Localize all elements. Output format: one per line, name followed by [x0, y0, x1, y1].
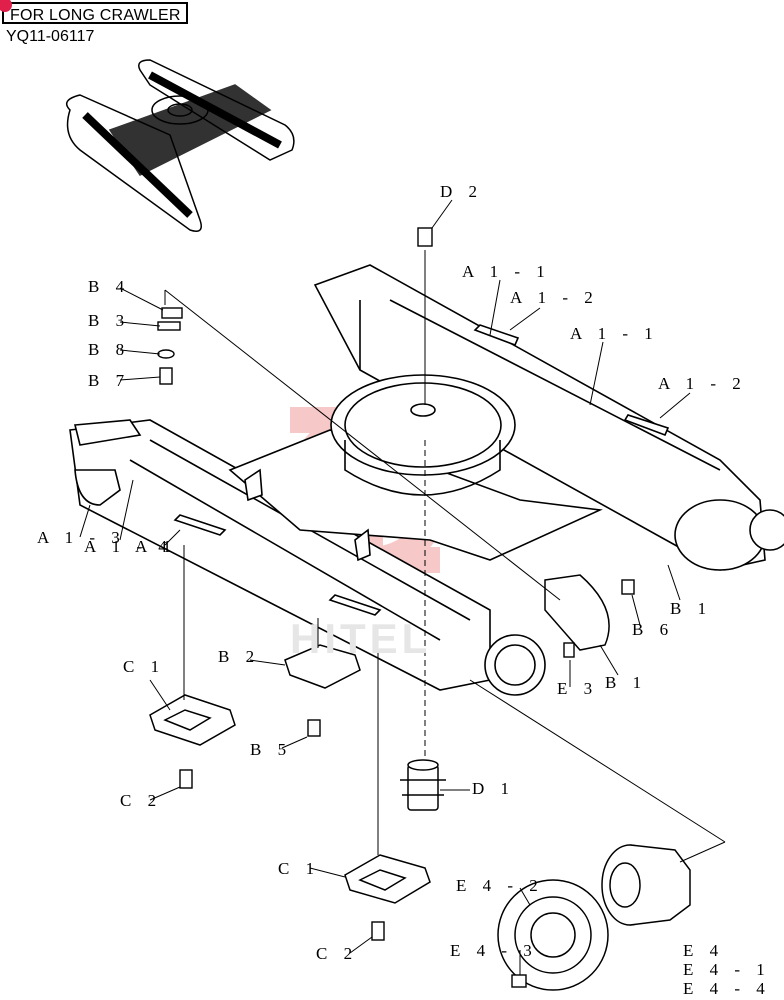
label-b2: B 2 [218, 647, 260, 666]
label-b4: B 4 [88, 277, 130, 296]
label-c2-left: C 2 [120, 791, 162, 810]
label-a1-3: A 1 - 3 [37, 528, 126, 547]
label-a1-2-top: A 1 - 2 [510, 288, 599, 307]
label-b5: B 5 [250, 740, 292, 759]
label-c1-left: C 1 [123, 657, 165, 676]
cover-plate [544, 574, 610, 651]
label-b8: B 8 [88, 340, 130, 359]
label-d2: D 2 [440, 182, 483, 201]
part-labels: D 2 A 1 - 1 A 1 - 2 A 1 - 1 A 1 - 2 B 4 … [37, 182, 771, 998]
label-b6: B 6 [632, 620, 674, 639]
label-e4: E 4 [683, 941, 724, 960]
leader-lines [79, 199, 726, 975]
label-a1-2-right: A 1 - 2 [658, 374, 747, 393]
label-e4-4: E 4 - 4 [683, 979, 771, 998]
header-title: FOR LONG CRAWLER [10, 7, 181, 24]
label-b1-right: B 1 [670, 599, 712, 618]
track-guide-left [149, 694, 236, 746]
label-b3: B 3 [88, 311, 130, 330]
label-a1-4: A 1 - 4 [84, 537, 173, 556]
sprocket [497, 879, 609, 991]
label-c2-bottom: C 2 [316, 944, 358, 963]
watermark-text: HITEL [290, 615, 432, 662]
track-guide-mid [284, 644, 361, 689]
bolt-icons [157, 227, 635, 988]
badge-icon [0, 0, 12, 12]
drawing-code: YQ11-06117 [6, 28, 95, 45]
header-box: FOR LONG CRAWLER [0, 0, 188, 24]
label-a1: A 1 [135, 537, 177, 556]
label-b7: B 7 [88, 371, 130, 390]
travel-motor [601, 844, 691, 926]
label-d1: D 1 [472, 779, 515, 798]
label-a1-1-top: A 1 - 1 [462, 262, 551, 281]
label-e4-2: E 4 - 2 [456, 876, 544, 895]
track-guide-bottom [344, 854, 431, 904]
lower-frame [69, 264, 784, 696]
label-e4-1: E 4 - 1 [683, 960, 771, 979]
label-c1-bottom: C 1 [278, 859, 320, 878]
label-e3: E 3 [557, 679, 598, 698]
label-a1-1-mid: A 1 - 1 [570, 324, 659, 343]
label-b1-cover: B 1 [605, 673, 647, 692]
crawler-inset [65, 59, 295, 232]
swivel-joint [400, 759, 446, 811]
label-e4-3: E 4 - 3 [450, 941, 538, 960]
